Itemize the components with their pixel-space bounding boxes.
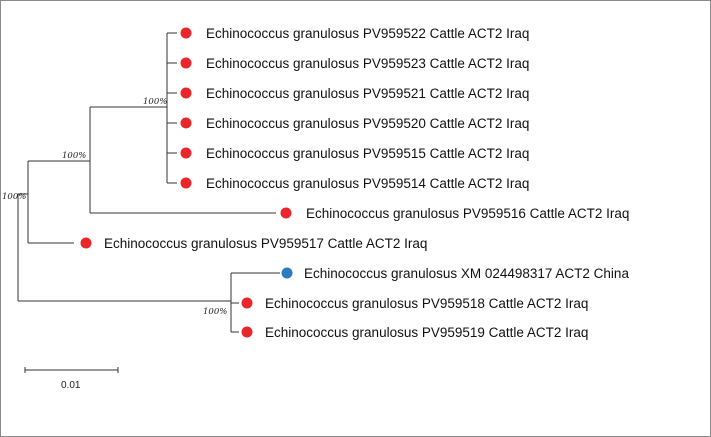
leaf-marker [180, 147, 192, 159]
support-value-root: 100% [2, 192, 26, 202]
support-value-six-leaf-clade: 100% [143, 97, 167, 107]
leaf-markers [80, 27, 293, 338]
scale-bar-label: 0.01 [61, 380, 81, 391]
leaf-marker [281, 267, 293, 279]
tree-branches [17, 32, 280, 333]
leaf-label: Echinococcus granulosus PV959523 Cattle … [206, 56, 529, 71]
support-value-bottom-clade: 100% [203, 307, 227, 317]
leaf-marker [241, 326, 253, 338]
leaf-label: Echinococcus granulosus XM 024498317 ACT… [304, 266, 629, 281]
leaf-marker [180, 87, 192, 99]
leaf-label: Echinococcus granulosus PV959517 Cattle … [104, 236, 427, 251]
leaf-label: Echinococcus granulosus PV959515 Cattle … [206, 146, 529, 161]
leaf-label: Echinococcus granulosus PV959522 Cattle … [206, 26, 529, 41]
leaf-label: Echinococcus granulosus PV959519 Cattle … [265, 325, 588, 340]
leaf-label: Echinococcus granulosus PV959518 Cattle … [265, 296, 588, 311]
leaf-label: Echinococcus granulosus PV959521 Cattle … [206, 86, 529, 101]
leaf-marker [180, 177, 192, 189]
support-value-inner-node: 100% [62, 151, 86, 161]
leaf-marker [280, 207, 292, 219]
leaf-marker [180, 57, 192, 69]
leaf-label: Echinococcus granulosus PV959516 Cattle … [306, 206, 629, 221]
leaf-marker [80, 237, 92, 249]
leaf-label: Echinococcus granulosus PV959520 Cattle … [206, 116, 529, 131]
scale-bar: 0.01 [24, 367, 119, 391]
leaf-marker [180, 27, 192, 39]
leaf-labels: Echinococcus granulosus PV959522 Cattle … [104, 26, 629, 340]
leaf-marker [241, 297, 253, 309]
leaf-marker [180, 117, 192, 129]
leaf-label: Echinococcus granulosus PV959514 Cattle … [206, 176, 529, 191]
